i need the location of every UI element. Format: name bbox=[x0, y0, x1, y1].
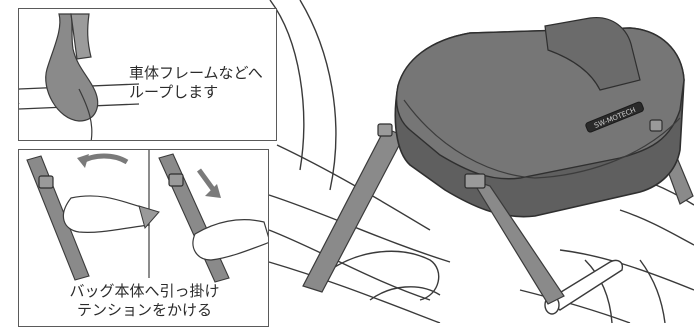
strap-buckle-icon bbox=[168, 173, 184, 187]
strap-loop-illustration bbox=[19, 13, 140, 140]
hand-icon bbox=[192, 219, 268, 261]
strap-buckle-icon bbox=[464, 173, 486, 189]
caption-hook-and-tension: バッグ本体へ引っ掛け テンションをかける bbox=[19, 282, 268, 320]
strap-buckle-icon bbox=[377, 123, 393, 137]
caption-loop-around-frame: 車体フレームなどへ ループします bbox=[129, 64, 263, 102]
right-arrow-icon bbox=[138, 205, 160, 230]
caption-line: テンションをかける bbox=[76, 301, 212, 319]
hand-icon bbox=[62, 195, 150, 233]
tail-bag: SW-MOTECH bbox=[394, 17, 685, 218]
strap-buckle-icon bbox=[649, 119, 663, 132]
hook-and-tension-illustration bbox=[26, 150, 268, 283]
motorcycle-outline bbox=[268, 0, 694, 323]
caption-line: 車体フレームなどへ bbox=[129, 64, 263, 82]
strap-buckle-icon bbox=[38, 175, 54, 189]
down-arrow-icon bbox=[196, 168, 218, 194]
inset-panel-hook-and-tension: バッグ本体へ引っ掛け テンションをかける bbox=[18, 149, 269, 327]
inset-panel-loop-around-frame: 車体フレームなどへ ループします bbox=[18, 8, 277, 141]
caption-line: ループします bbox=[129, 83, 219, 101]
caption-line: バッグ本体へ引っ掛け bbox=[69, 282, 220, 300]
front-straps bbox=[377, 119, 663, 305]
